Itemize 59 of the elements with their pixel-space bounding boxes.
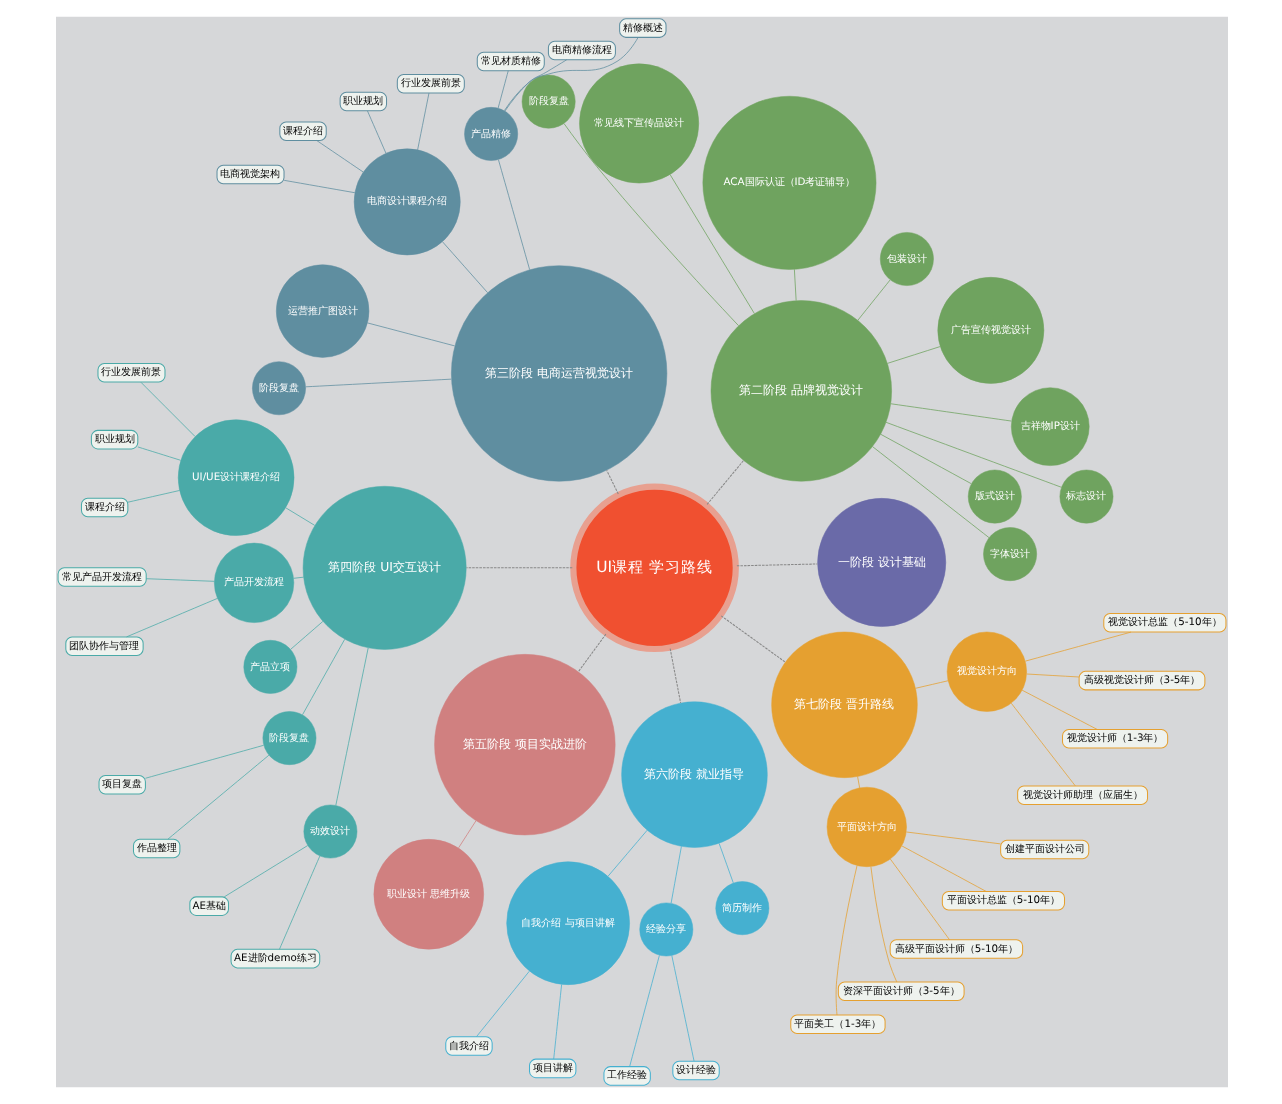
connector — [628, 954, 659, 1067]
connector — [735, 563, 817, 567]
connector — [289, 621, 323, 650]
connector — [552, 984, 561, 1060]
connector — [1020, 689, 1097, 730]
connector — [416, 92, 429, 151]
connector — [900, 845, 986, 892]
connector — [441, 241, 487, 294]
connector — [705, 460, 743, 505]
connector — [139, 381, 195, 437]
connector — [562, 123, 738, 327]
connector — [292, 576, 303, 579]
connector — [834, 865, 857, 1016]
connector — [125, 597, 217, 638]
connector — [301, 638, 345, 716]
connector — [605, 469, 618, 495]
connector — [668, 648, 681, 704]
connector — [334, 647, 368, 806]
connector — [464, 567, 572, 569]
connector — [886, 346, 940, 364]
connector — [282, 179, 355, 194]
connector — [914, 680, 948, 689]
connector — [884, 421, 1061, 488]
connector — [793, 268, 796, 301]
connector — [144, 578, 214, 582]
connector — [904, 831, 1000, 845]
connector — [717, 842, 733, 884]
connector — [670, 955, 694, 1062]
connector — [136, 446, 181, 461]
connector — [497, 159, 530, 270]
connector — [503, 59, 567, 112]
connector — [475, 970, 529, 1037]
connector — [144, 744, 264, 779]
connector — [366, 110, 386, 154]
connector — [856, 776, 860, 789]
connector — [871, 446, 989, 538]
connector — [888, 858, 949, 941]
connector — [1025, 673, 1079, 678]
connector — [278, 855, 320, 950]
connector — [668, 174, 754, 314]
connector — [366, 322, 455, 347]
connector — [284, 507, 315, 526]
connector — [889, 403, 1011, 422]
connector — [457, 820, 476, 849]
connector — [719, 615, 785, 663]
connector — [304, 378, 451, 388]
connector — [1009, 702, 1075, 787]
connector — [879, 433, 971, 485]
connector — [856, 279, 890, 321]
connector — [869, 866, 897, 983]
connector — [606, 829, 647, 877]
connector — [166, 754, 269, 840]
connector — [126, 490, 179, 503]
connector — [315, 140, 363, 173]
connector — [223, 845, 307, 898]
connector — [576, 633, 606, 673]
connector — [1023, 631, 1131, 662]
connector — [496, 70, 508, 109]
connector — [669, 846, 681, 904]
